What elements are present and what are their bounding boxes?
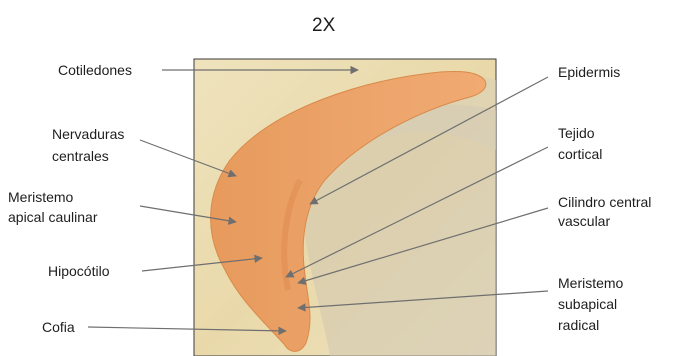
label-epidermis: Epidermis <box>558 64 620 81</box>
label-meristemo-apical-line1: Meristemo <box>8 189 73 206</box>
label-cilindro-central-line2: vascular <box>558 213 610 230</box>
label-cilindro-central-line1: Cilindro central <box>558 194 651 211</box>
label-cofia: Cofia <box>42 319 75 336</box>
label-hipocotilo: Hipocótilo <box>48 263 109 280</box>
label-tejido-cortical-line1: Tejido <box>558 125 595 142</box>
label-nervaduras-line2: centrales <box>52 148 109 165</box>
magnification-title: 2X <box>312 15 335 37</box>
label-nervaduras-line1: Nervaduras <box>52 126 124 143</box>
label-tejido-cortical-line2: cortical <box>558 146 602 163</box>
label-cotiledones: Cotiledones <box>58 62 132 79</box>
label-meristemo-subapical-line3: radical <box>558 317 599 334</box>
label-meristemo-subapical-line1: Meristemo <box>558 275 623 292</box>
label-meristemo-apical-line2: apical caulinar <box>8 209 98 226</box>
label-meristemo-subapical-line2: subapical <box>558 296 617 313</box>
